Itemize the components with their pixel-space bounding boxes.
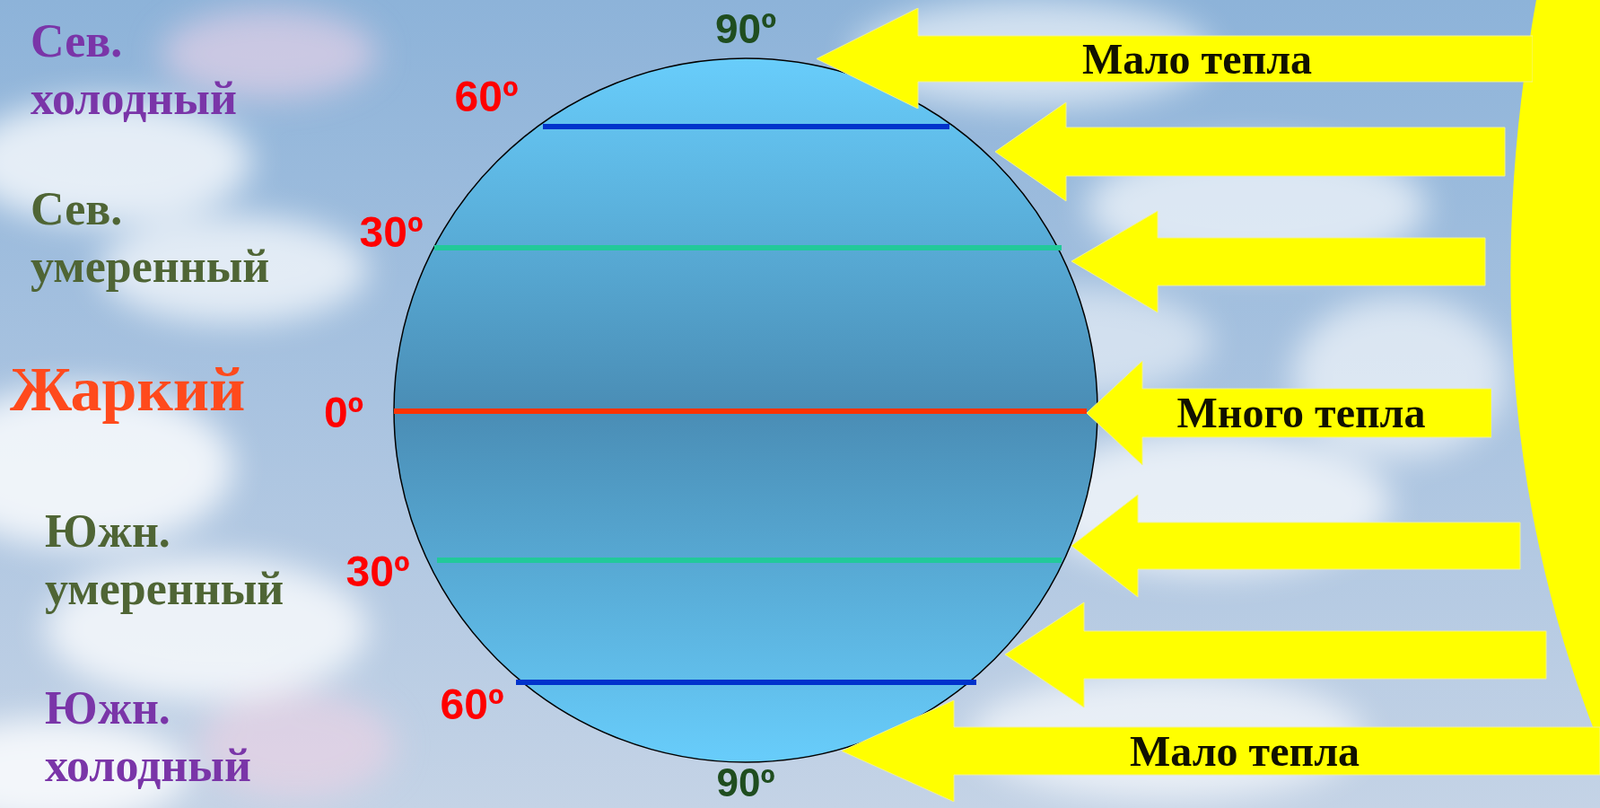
latitude-degree: 60º: [440, 682, 505, 726]
equator-line: [393, 408, 1087, 414]
heat-arrow: [1071, 210, 1486, 313]
heat-arrow: Мало тепла: [816, 8, 1533, 109]
polar-circle-line: [542, 123, 950, 130]
zone-name: Жаркий: [9, 358, 245, 421]
latitude-degree: 0º: [323, 391, 364, 435]
arrow-outline: [841, 699, 1600, 802]
arrow-outline: [1086, 360, 1492, 465]
globe: [393, 58, 1098, 762]
pole-degree: 90º: [716, 762, 775, 803]
heat-arrow: Много тепла: [1086, 360, 1492, 465]
zone-name: Южн. холодный: [44, 679, 315, 795]
zone-name: Сев. умеренный: [30, 180, 300, 296]
heat-arrow: [995, 102, 1505, 202]
heat-arrow: [1005, 602, 1547, 708]
latitude-degree: 60º: [454, 75, 519, 119]
latitude-degree: 30º: [359, 210, 424, 254]
tropic-line: [434, 244, 1062, 251]
arrow-caption: Мало тепла: [1129, 729, 1360, 773]
clouds: [0, 0, 1508, 808]
polar-circle-line: [515, 679, 977, 685]
heat-arrow: [1071, 494, 1521, 597]
zone-name: Южн. умеренный: [44, 502, 315, 618]
tropic-line: [437, 557, 1062, 563]
heat-arrow: Мало тепла: [841, 699, 1600, 802]
arrow-outline: [816, 8, 1533, 109]
latitude-degree: 30º: [346, 550, 411, 594]
pole-degree: 90º: [715, 8, 777, 50]
arrow-caption: Много тепла: [1176, 391, 1426, 435]
zone-name: Сев. холодный: [30, 12, 300, 128]
arrow-caption: Мало тепла: [1082, 37, 1312, 81]
